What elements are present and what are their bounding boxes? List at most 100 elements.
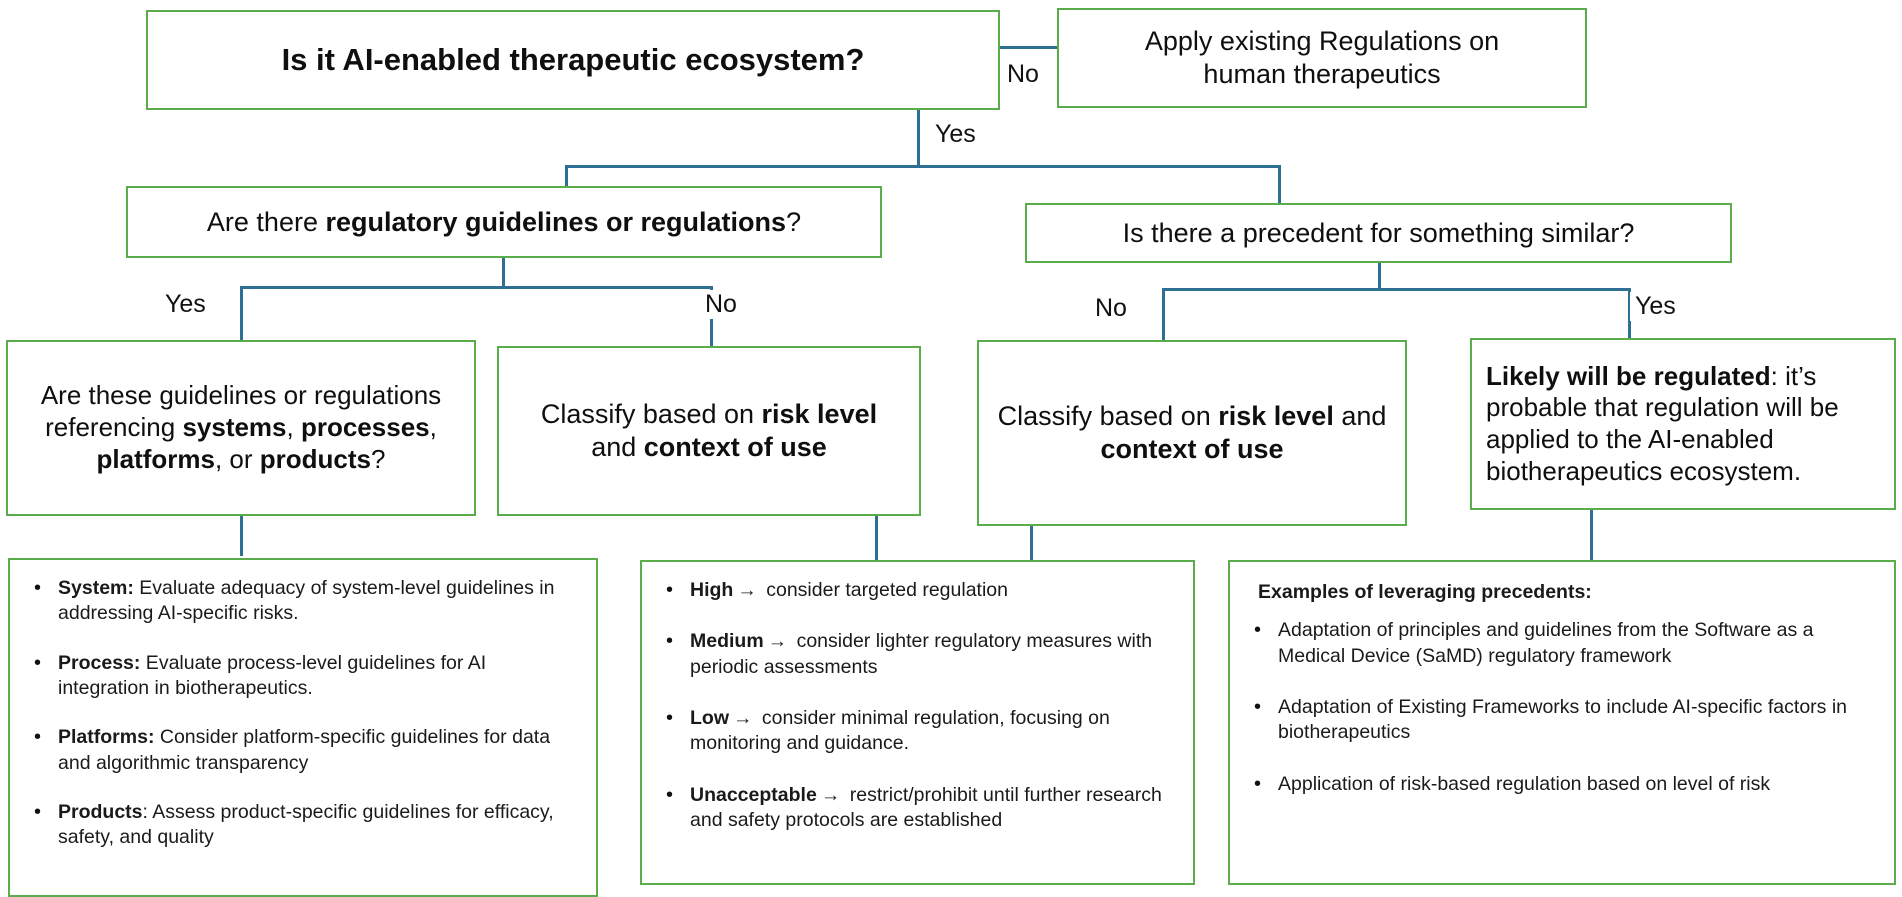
left-bullet-1-bold: Process: <box>58 651 141 674</box>
mid-bullet-1-rest: consider lighter regulatory measures wit… <box>690 630 1153 678</box>
node-referencing-label: Are these guidelines or regulations refe… <box>24 380 458 475</box>
list-item: Medium→ consider lighter regulatory meas… <box>656 628 1179 680</box>
node-classify-left-label: Classify based on risk level and context… <box>515 398 903 464</box>
left-bullet-2-rest: Consider platform-specific guidelines fo… <box>58 726 551 774</box>
node-guidelines-label: Are there regulatory guidelines or regul… <box>207 206 801 239</box>
edge-classifyleft-to-bullets <box>875 516 878 560</box>
list-item: System: Evaluate adequacy of system-leve… <box>24 575 582 627</box>
list-item: Adaptation of Existing Frameworks to inc… <box>1244 694 1880 746</box>
arrow-right-icon: → <box>733 707 753 730</box>
edge-precedent-yes-down <box>1628 288 1631 338</box>
list-item: Low→ consider minimal regulation, focusi… <box>656 705 1179 757</box>
arrow-right-icon: → <box>767 630 788 653</box>
edge-to-guidelines <box>565 165 568 188</box>
node-precedent-label: Is there a precedent for something simil… <box>1122 217 1635 248</box>
right-bullets-box[interactable]: Examples of leveraging precedents: Adapt… <box>1228 560 1896 885</box>
edge-classifyright-to-bullets <box>1030 516 1033 560</box>
node-referencing-seg6: platforms <box>96 443 215 474</box>
node-apply-line1: Apply existing Regulations on <box>1144 26 1500 57</box>
list-item: Products: Assess product-specific guidel… <box>24 799 582 851</box>
right-bullet-list: Adaptation of principles and guidelines … <box>1244 617 1880 797</box>
node-referencing-seg9: ? <box>371 443 386 474</box>
node-likely-will-be-regulated[interactable]: Likely will be regulated: it’s probable … <box>1470 338 1896 510</box>
left-bullet-1-rest: Evaluate process-level guidelines for AI… <box>58 651 487 700</box>
node-likely-seg2: : it’s probable that regulation will be … <box>1486 360 1839 486</box>
edge-label-guidelines-no: No <box>700 290 742 319</box>
right-bullets-heading-rest: : <box>1585 581 1592 603</box>
node-referencing-seg5: , <box>429 412 437 443</box>
left-bullet-0-bold: System: <box>58 577 134 599</box>
node-likely-seg1: Likely will be regulated <box>1486 360 1771 391</box>
left-bullet-3-rest: : Assess product-specific guidelines for… <box>58 801 554 849</box>
left-bullet-list: System: Evaluate adequacy of system-leve… <box>24 575 582 851</box>
node-referencing-seg2: systems <box>182 412 287 443</box>
classify-right-seg3: and <box>1333 401 1387 432</box>
list-item: Unacceptable→ restrict/prohibit until fu… <box>656 782 1179 834</box>
classify-right-seg2: risk level <box>1218 401 1334 432</box>
node-referencing-seg8: products <box>259 443 372 474</box>
list-item: Adaptation of principles and guidelines … <box>1244 617 1880 669</box>
classify-left-seg3: and <box>591 432 644 462</box>
edge-label-root-no: No <box>1002 60 1044 89</box>
edge-precedent-split <box>1162 288 1628 291</box>
arrow-right-icon: → <box>737 579 757 601</box>
node-classify-risk-left[interactable]: Classify based on risk level and context… <box>497 346 921 516</box>
node-regulatory-guidelines-question[interactable]: Are there regulatory guidelines or regul… <box>126 186 882 258</box>
mid-bullet-0-rest: consider targeted regulation <box>760 579 1008 601</box>
mid-bullet-0-bold: High <box>690 579 734 601</box>
left-bullet-2-bold: Platforms: <box>58 726 155 749</box>
node-referencing-seg1: Are these guidelines or regulations refe… <box>40 380 442 443</box>
mid-bullet-3-bold: Unacceptable <box>690 783 817 806</box>
edge-precedent-down <box>1378 258 1381 290</box>
left-bullets-box[interactable]: System: Evaluate adequacy of system-leve… <box>8 558 598 897</box>
edge-precedent-no-down <box>1162 288 1165 340</box>
classify-left-seg2: risk level <box>761 399 878 430</box>
node-guidelines-seg3: ? <box>786 206 802 237</box>
edge-guidelines-yes-down <box>240 286 243 341</box>
right-bullets-heading-bold: Examples of leveraging precedents <box>1258 581 1586 603</box>
mid-bullets-box[interactable]: High→ consider targeted regulation Mediu… <box>640 560 1195 885</box>
edge-likely-to-bullets <box>1590 510 1593 560</box>
classify-right-seg1: Classify based on <box>997 401 1219 432</box>
classify-left-seg4: context of use <box>643 432 827 462</box>
node-apply-line2: human therapeutics <box>1203 59 1441 89</box>
node-referencing-seg3: , <box>286 412 301 443</box>
node-guidelines-seg2: regulatory guidelines or regulations <box>325 206 787 237</box>
node-apply-existing-regulations[interactable]: Apply existing Regulations on human ther… <box>1057 8 1587 108</box>
list-item: High→ consider targeted regulation <box>656 577 1179 603</box>
edge-root-to-apply-existing <box>1000 46 1065 49</box>
node-classify-risk-right[interactable]: Classify based on risk level and context… <box>977 340 1407 526</box>
node-root-question[interactable]: Is it AI-enabled therapeutic ecosystem? <box>146 10 1000 110</box>
edge-label-root-yes: Yes <box>930 120 981 149</box>
edge-label-guidelines-yes: Yes <box>160 290 211 319</box>
classify-right-seg4: context of use <box>1100 434 1284 464</box>
list-item: Application of risk-based regulation bas… <box>1244 771 1880 797</box>
mid-bullet-3-rest: restrict/prohibit until further research… <box>690 783 1162 832</box>
node-likely-label: Likely will be regulated: it’s probable … <box>1486 361 1880 488</box>
edge-root-down <box>917 110 920 167</box>
list-item: Platforms: Consider platform-specific gu… <box>24 724 582 776</box>
node-guidelines-seg1: Are there <box>206 206 326 237</box>
edge-referencing-to-bullets <box>240 516 243 556</box>
arrow-right-icon: → <box>820 783 841 806</box>
list-item: Process: Evaluate process-level guidelin… <box>24 650 582 702</box>
left-bullet-3-bold: Products <box>58 801 143 824</box>
left-bullet-0-rest: Evaluate adequacy of system-level guidel… <box>58 577 555 625</box>
edge-label-precedent-no: No <box>1090 294 1132 323</box>
classify-left-seg1: Classify based on <box>540 399 762 430</box>
edge-guidelines-split <box>240 286 710 289</box>
mid-bullet-1-bold: Medium <box>690 630 764 653</box>
edge-to-precedent <box>1278 165 1281 204</box>
node-root-label: Is it AI-enabled therapeutic ecosystem? <box>281 42 865 78</box>
edge-split-level2 <box>565 165 1280 168</box>
mid-bullet-list: High→ consider targeted regulation Mediu… <box>656 577 1179 834</box>
node-referencing-seg4: processes <box>300 412 430 443</box>
edge-label-precedent-yes: Yes <box>1630 292 1681 321</box>
node-referencing-question[interactable]: Are these guidelines or regulations refe… <box>6 340 476 516</box>
node-classify-right-label: Classify based on risk level and context… <box>995 400 1389 466</box>
mid-bullet-2-rest: consider minimal regulation, focusing on… <box>690 707 1110 755</box>
node-precedent-question[interactable]: Is there a precedent for something simil… <box>1025 203 1732 263</box>
right-bullets-heading: Examples of leveraging precedents: <box>1258 580 1880 604</box>
mid-bullet-2-bold: Low <box>690 707 729 730</box>
